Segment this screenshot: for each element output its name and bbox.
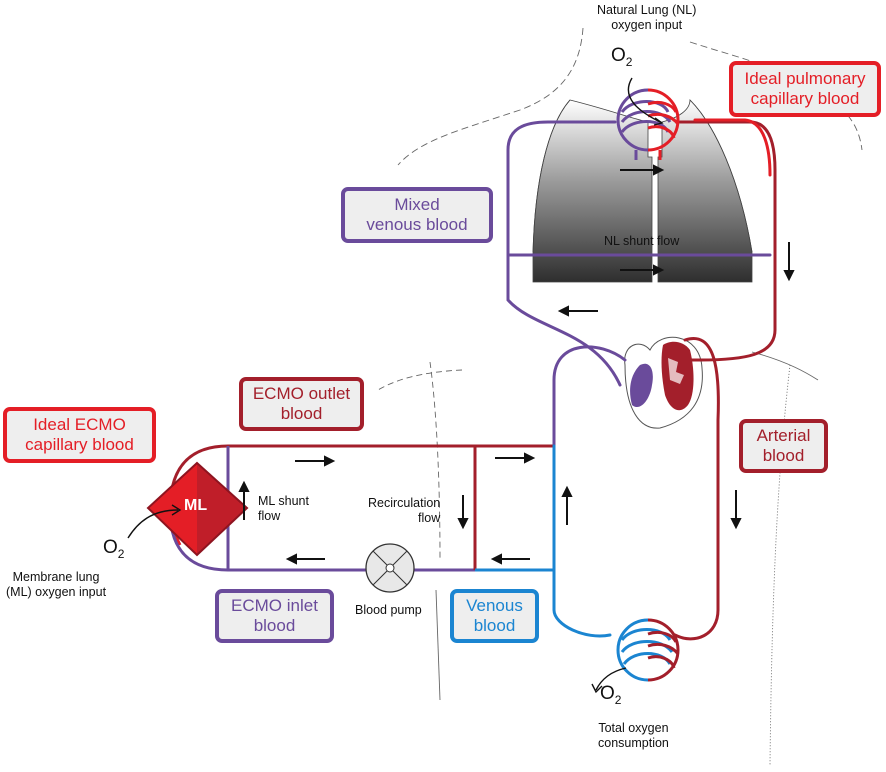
nl-o2-label: O2 — [611, 45, 633, 69]
membrane-lung-label: ML — [184, 497, 208, 514]
nl-shunt-flow-label: NL shunt flow — [604, 234, 680, 248]
body-outline-icon — [377, 27, 863, 766]
membrane-lung-icon — [146, 461, 249, 557]
nl-oxygen-input-label: Natural Lung (NL)oxygen input — [597, 3, 697, 32]
blood-pump-icon — [365, 543, 415, 593]
lung-icon — [532, 99, 753, 283]
ml-oxygen-input-label: Membrane lung(ML) oxygen input — [6, 570, 107, 599]
capillary-bed-icon — [616, 88, 680, 160]
ml-o2-label: O2 — [103, 537, 125, 561]
consumption-o2-label: O2 — [600, 683, 622, 707]
capillary-bed-icon — [616, 618, 680, 682]
blood-pump-label: Blood pump — [355, 603, 422, 617]
flow-arrow-icon — [238, 164, 795, 565]
